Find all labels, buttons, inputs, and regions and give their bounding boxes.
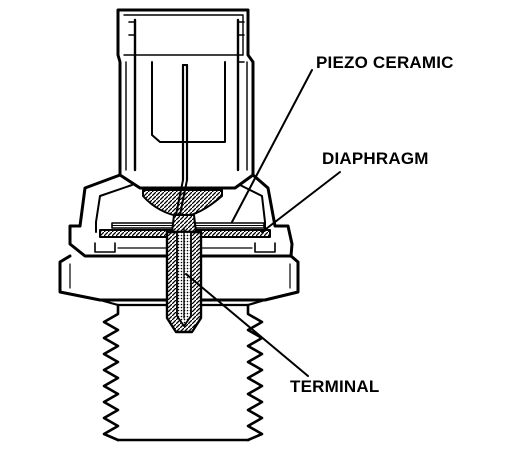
leader-terminal	[185, 273, 309, 377]
terminal-insulator	[165, 227, 203, 334]
label-terminal: TERMINAL	[290, 377, 379, 396]
label-piezo-ceramic: PIEZO CERAMIC	[316, 53, 454, 72]
terminal-pin	[175, 63, 189, 216]
connector-housing	[116, 8, 255, 190]
leader-diaphragm	[261, 171, 341, 233]
leader-piezo	[231, 69, 313, 223]
label-diaphragm: DIAPHRAGM	[322, 149, 429, 168]
